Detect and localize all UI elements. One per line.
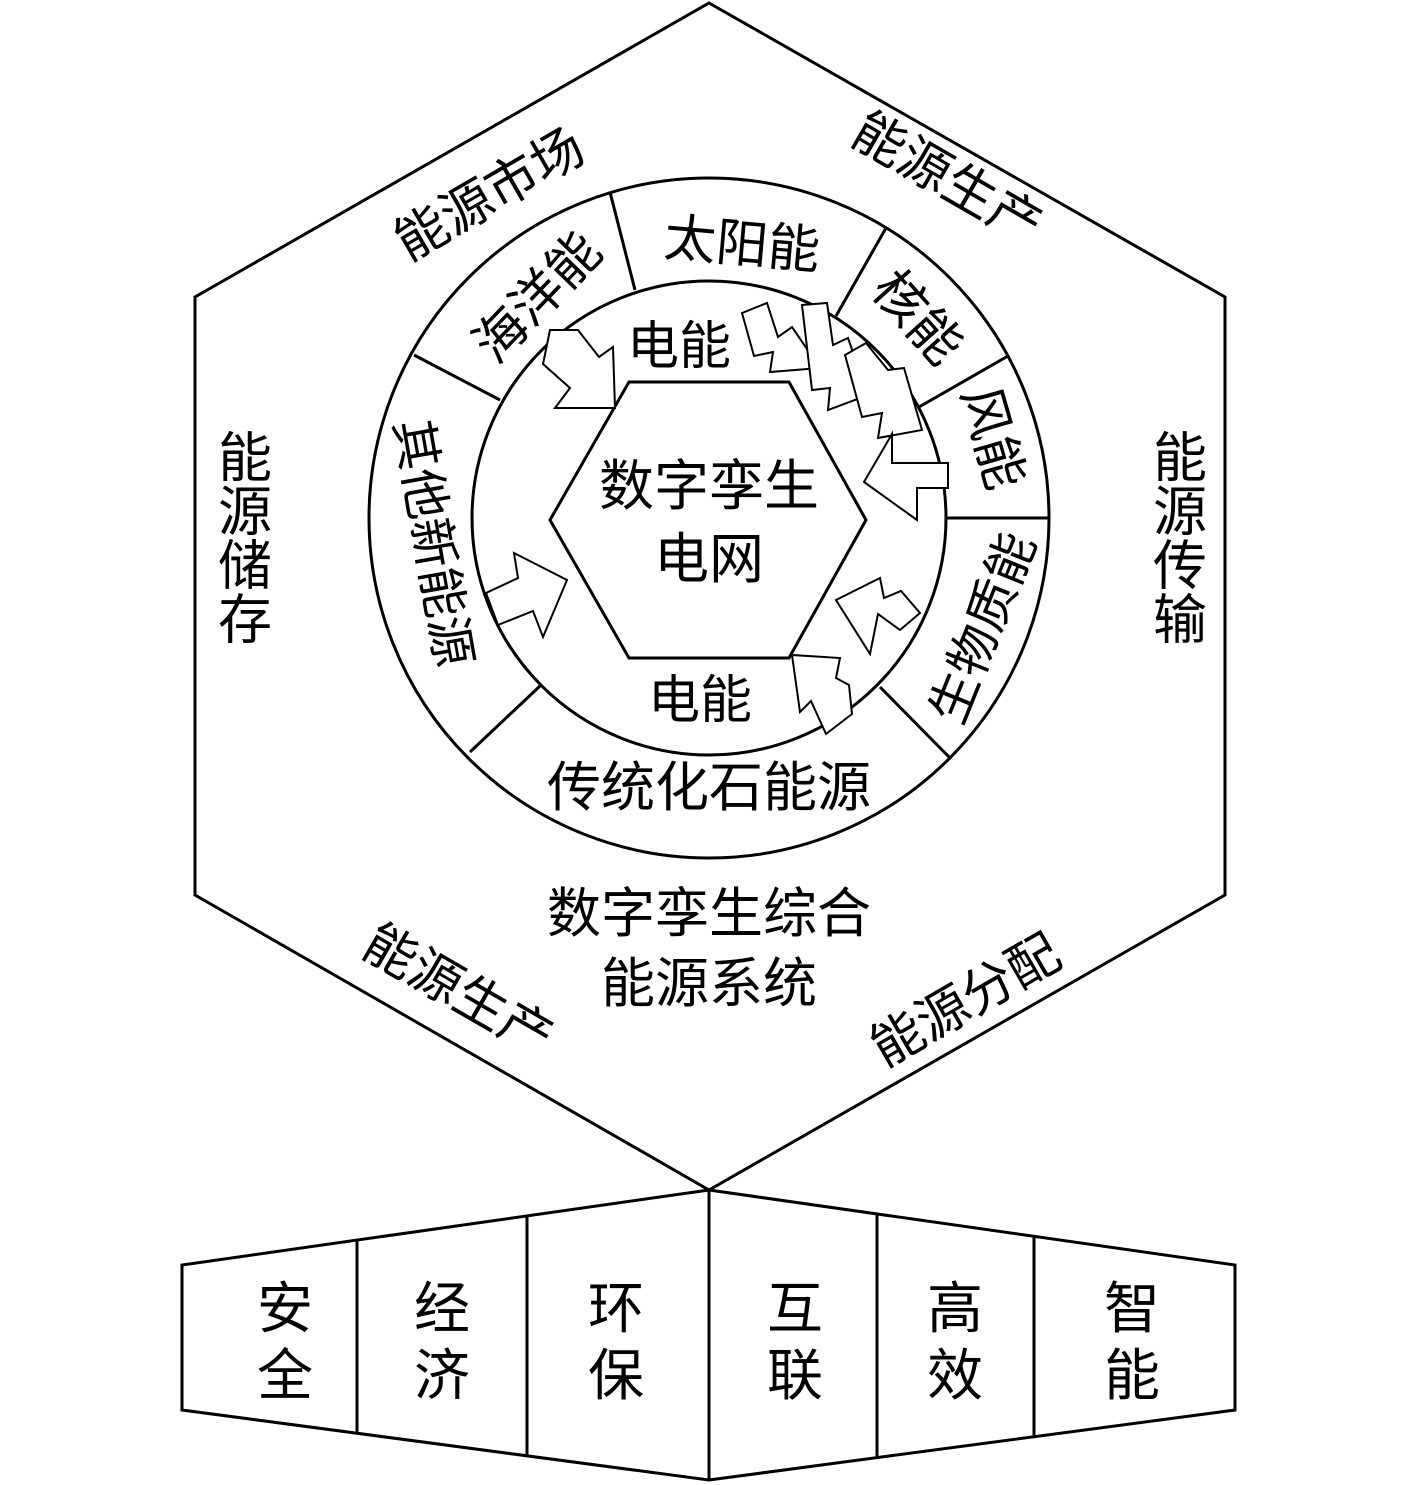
feature-5-bottom: 效 — [927, 1344, 983, 1409]
feature-4-top: 互 — [767, 1277, 823, 1342]
feature-dividers — [355, 1190, 1036, 1480]
feature-1-bottom: 全 — [257, 1344, 313, 1409]
ring-dividers — [413, 191, 1049, 761]
feature-6-top: 智 — [1104, 1277, 1160, 1342]
feature-2-top: 经 — [414, 1277, 470, 1342]
feature-6-bottom: 能 — [1104, 1344, 1160, 1409]
arrow-biomass-icon — [834, 576, 922, 657]
feature-4-bottom: 联 — [767, 1344, 823, 1409]
feature-1-top: 安 — [257, 1277, 313, 1342]
outer-label-transmission: 能源传输 — [1144, 429, 1207, 645]
ring-label-fossil: 传统化石能源 — [547, 756, 871, 819]
feature-5-top: 高 — [927, 1277, 983, 1342]
ring-label-other-new: 其他新能源 — [383, 415, 484, 671]
arrow-wind-icon — [862, 430, 949, 522]
arrow-ocean-icon — [541, 329, 617, 409]
ring-label-biomass: 生物质能 — [919, 524, 1048, 731]
ring-label-solar: 太阳能 — [662, 208, 823, 281]
energy-arrows — [484, 301, 949, 736]
system-title-line2: 能源系统 — [601, 952, 817, 1015]
system-title-line1: 数字孪生综合 — [547, 882, 871, 945]
feature-3-top: 环 — [588, 1277, 644, 1342]
arrow-fossil-icon — [790, 653, 854, 736]
arrow-nuclear-icon — [843, 341, 924, 440]
electric-label-bottom: 电能 — [648, 671, 752, 731]
center-title-line2: 电网 — [654, 527, 764, 591]
electric-label-top: 电能 — [627, 317, 731, 377]
ring-label-wind: 风能 — [949, 380, 1035, 497]
arrow-other-new-icon — [484, 551, 569, 640]
outer-label-storage: 能源储存 — [209, 429, 272, 645]
feature-2-bottom: 济 — [414, 1344, 470, 1409]
inner-hexagon — [548, 380, 868, 660]
center-title-line1: 数字孪生 — [599, 454, 819, 518]
feature-3-bottom: 保 — [588, 1344, 644, 1409]
